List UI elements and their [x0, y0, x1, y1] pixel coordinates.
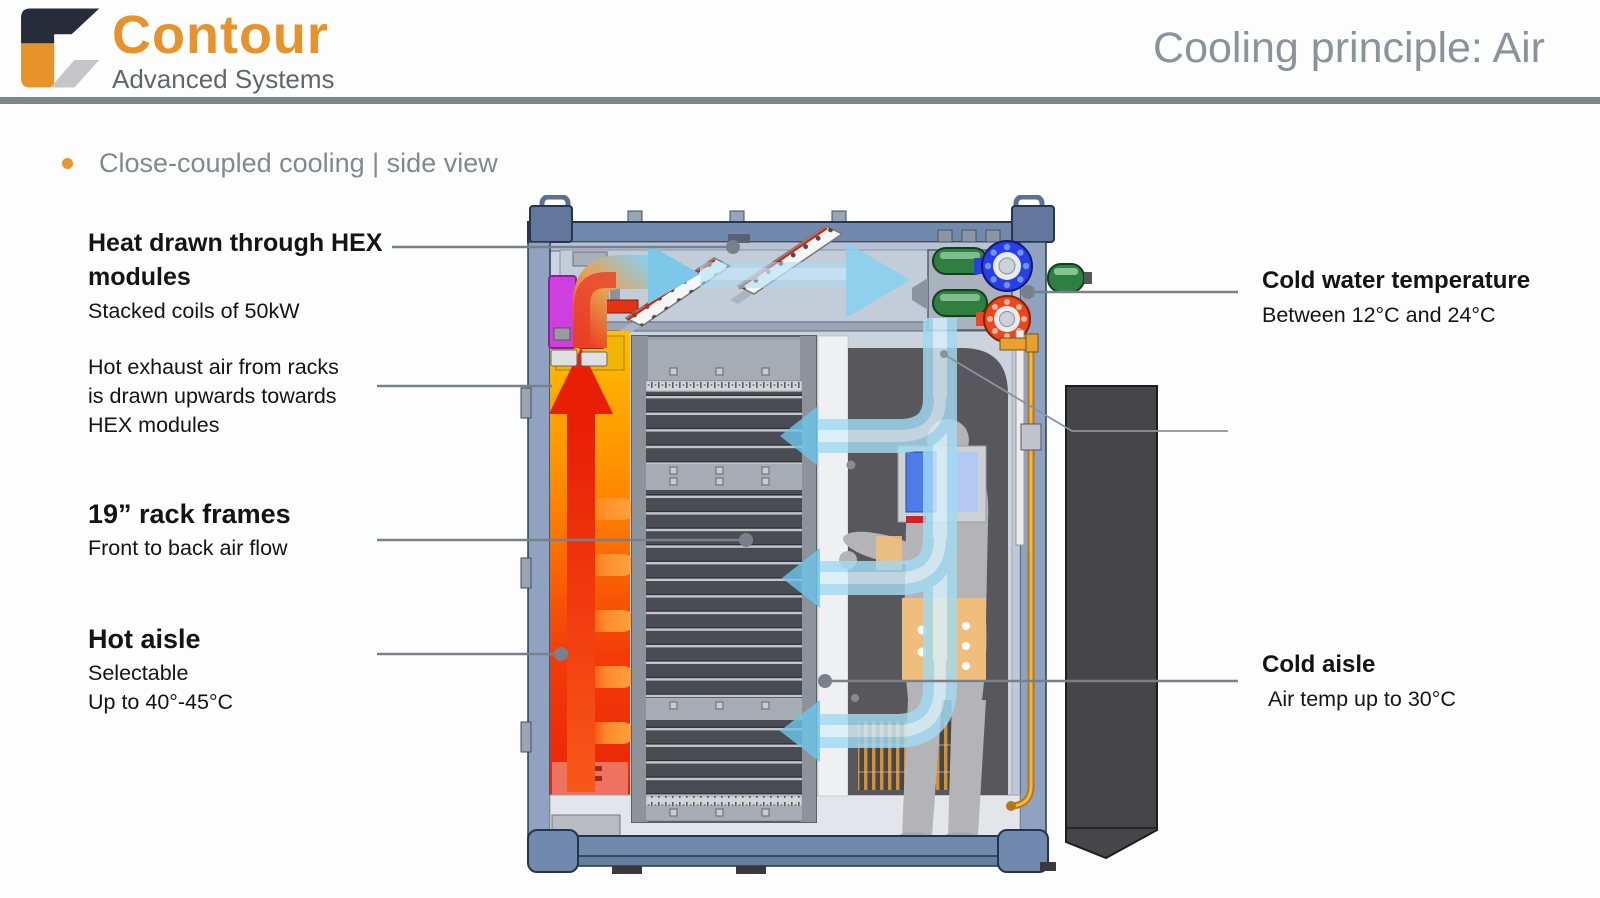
- brand-name: Contour: [112, 5, 329, 65]
- hot-air-up-arrow: [549, 348, 613, 792]
- callout-hex: Heat drawn through HEX modules Stacked c…: [88, 226, 382, 326]
- cold-air-supply-arrow: [700, 242, 910, 318]
- company-logo: Contour Advanced Systems: [10, 6, 335, 94]
- base-frame: [527, 829, 1056, 874]
- rack-frame: [631, 335, 817, 823]
- callout-cold-water-title: Cold water temperature: [1262, 267, 1531, 294]
- callout-hot-aisle-title: Hot aisle: [88, 624, 201, 654]
- callout-rack-subtitle: Front to back air flow: [88, 536, 288, 560]
- callout-rack: 19” rack frames Front to back air flow: [88, 497, 291, 563]
- page-title: Cooling principle: Air: [1153, 24, 1545, 72]
- bullet-text: Close-coupled cooling | side view: [99, 148, 498, 178]
- cold-water-flange: [974, 240, 1033, 292]
- bullet-line: Close-coupled cooling | side view: [62, 148, 498, 179]
- cold-airflow-ribbon: [780, 318, 957, 762]
- callout-rack-title: 19” rack frames: [88, 499, 291, 529]
- callout-exhaust-text: Hot exhaust air from racks is drawn upwa…: [88, 355, 339, 437]
- copper-pipe: [999, 329, 1042, 811]
- callout-cold-water-subtitle: Between 12°C and 24°C: [1262, 303, 1496, 327]
- warm-air-arrow: [573, 244, 700, 348]
- header-divider: [0, 97, 1600, 104]
- callout-exhaust: Hot exhaust air from racks is drawn upwa…: [88, 353, 339, 440]
- callout-hex-subtitle: Stacked coils of 50kW: [88, 299, 300, 323]
- callout-hex-title: Heat drawn through HEX modules: [88, 229, 383, 291]
- callout-hot-aisle: Hot aisle Selectable Up to 40°-45°C: [88, 622, 233, 717]
- brand-tagline: Advanced Systems: [112, 64, 335, 94]
- callout-cold-aisle-subtitle: Air temp up to 30°C: [1268, 687, 1456, 711]
- callout-cold-aisle: Cold aisle Air temp up to 30°C: [1262, 648, 1456, 714]
- callout-hot-aisle-subtitle: Selectable Up to 40°-45°C: [88, 661, 234, 714]
- cooling-diagram: [520, 195, 1158, 874]
- contour-logo-icon: [21, 8, 100, 88]
- bullet-icon: [62, 158, 73, 169]
- callout-cold-water: Cold water temperature Between 12°C and …: [1262, 264, 1530, 330]
- callout-cold-aisle-title: Cold aisle: [1262, 651, 1376, 678]
- external-chiller-block: [1065, 385, 1158, 860]
